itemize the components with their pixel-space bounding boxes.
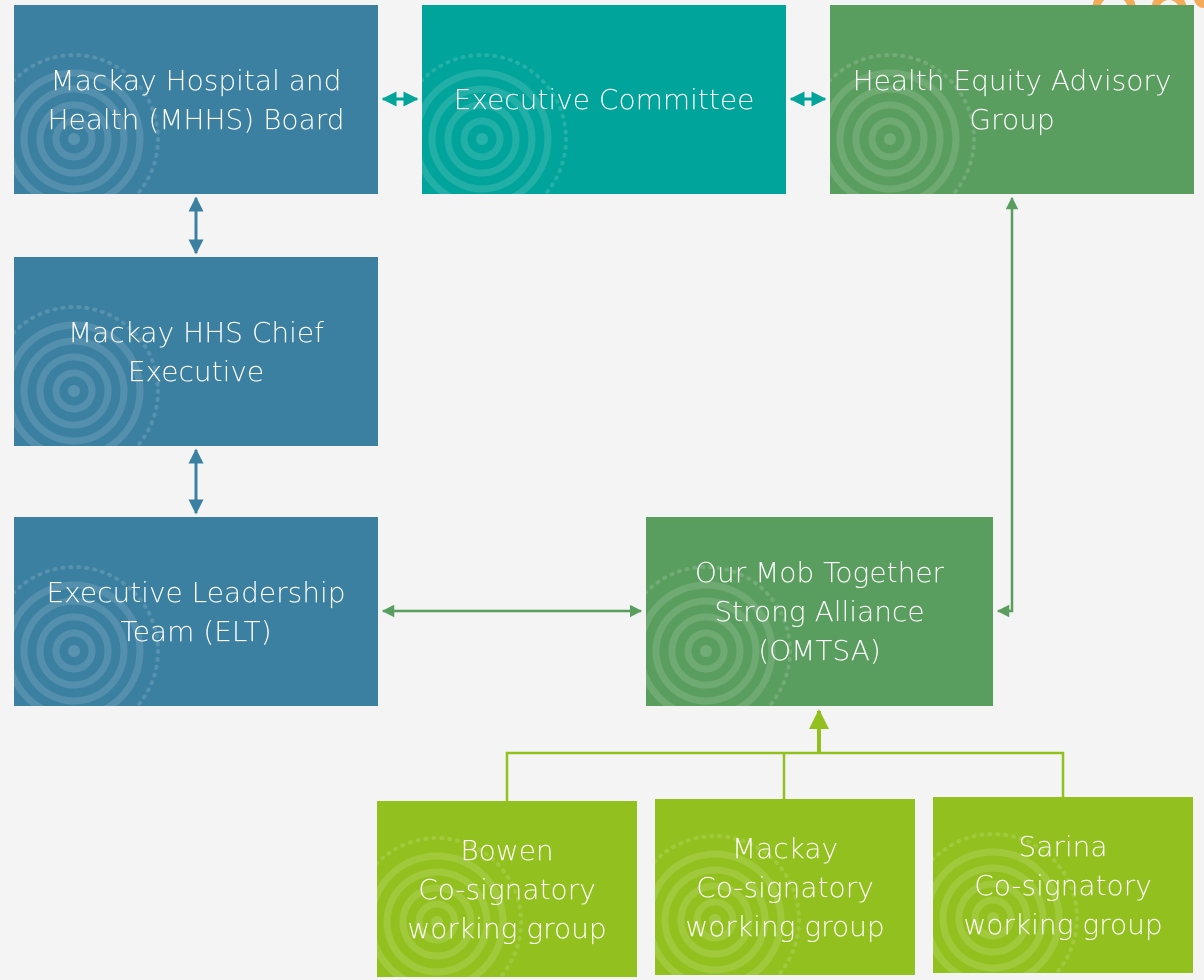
node-mackay-working-group: Mackay Co-signatory working group — [655, 799, 915, 975]
node-mackay-label: Mackay Co-signatory working group — [685, 831, 885, 943]
node-elt-label: Executive Leadership Team (ELT) — [46, 575, 346, 648]
edge-bowen-omtsa — [505, 751, 818, 801]
edge-sarina-omtsa — [818, 751, 1065, 797]
node-health-equity-advisory-group: Health Equity Advisory Group — [830, 5, 1194, 194]
node-health-equity-label: Health Equity Advisory Group — [852, 63, 1172, 136]
node-executive-committee-label: Executive Committee — [453, 83, 755, 116]
node-board-label: Mackay Hospital and Health (MHHS) Board — [47, 63, 345, 136]
node-chief-executive-label: Mackay HHS Chief Executive — [67, 315, 324, 388]
node-sarina-label: Sarina Co-signatory working group — [963, 829, 1163, 941]
edge-omtsa-health-equity — [996, 196, 1019, 618]
node-bowen-label: Bowen Co-signatory working group — [407, 833, 607, 945]
node-omtsa-label: Our Mob Together Strong Alliance (OMTSA) — [694, 556, 945, 667]
